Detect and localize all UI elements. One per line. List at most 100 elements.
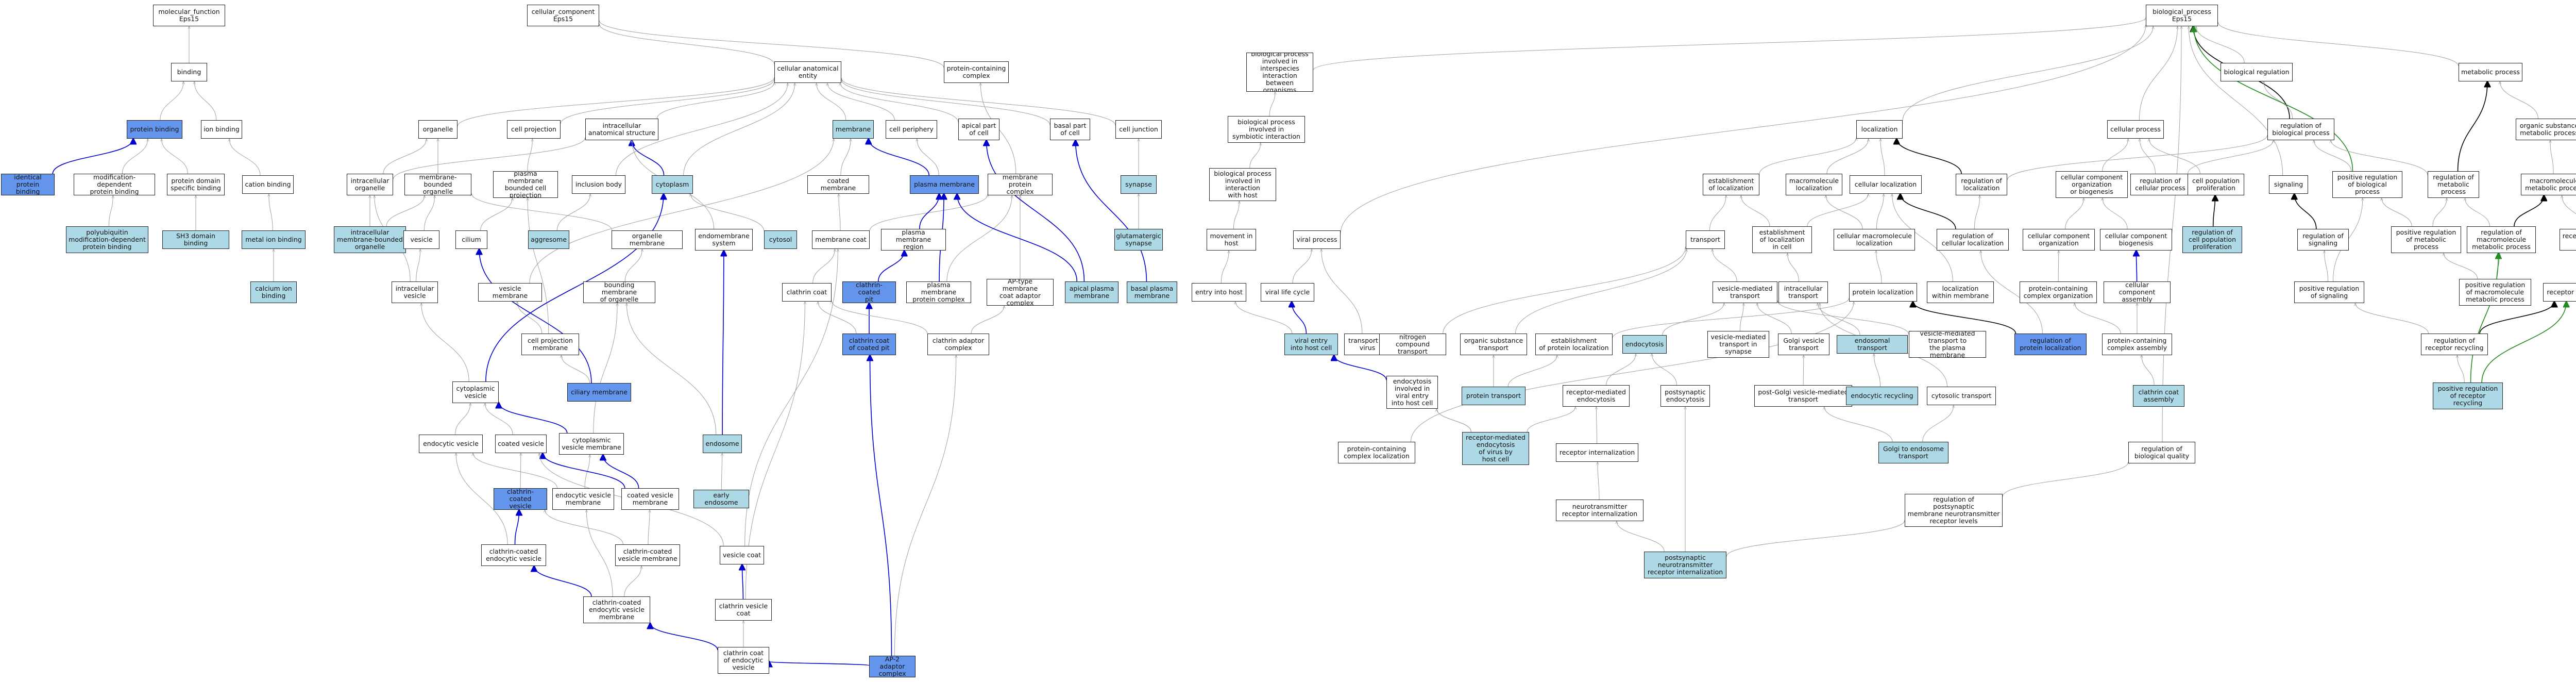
edge-cellmacroloc-to-macroloc <box>1826 195 1863 229</box>
node-label: receptor internalization <box>1559 448 1635 456</box>
edge-regmetproc-to-metproc <box>2457 81 2487 172</box>
edge-ciliarymemb-to-cellprojmemb <box>561 355 590 384</box>
node-cationbind: cation binding <box>242 175 294 194</box>
node-label: endocytosis involved in viral entry into… <box>1391 377 1433 407</box>
edge-plasmamemb-to-cellperiph <box>917 139 939 176</box>
node-label: protein binding <box>130 125 179 133</box>
node-label: biological_process Eps15 <box>2153 8 2211 23</box>
node-label: plasma membrane bounded cell projection <box>504 171 547 198</box>
node-label: neurotransmitter receptor internalizatio… <box>1562 503 1638 518</box>
node-viralentry: viral entry into host cell <box>1284 334 1338 355</box>
node-label: positive regulation of receptor recyclin… <box>2437 385 2498 407</box>
edge-transport-to-estloc <box>1709 195 1726 231</box>
node-label: endocytic vesicle membrane <box>555 491 611 506</box>
node-label: intracellular organelle <box>350 177 389 192</box>
node-label: regulation of localization <box>1961 177 2002 192</box>
edge-posregrecrecyc-to-recrecyc <box>2481 302 2566 383</box>
node-cytvesmemb: cytoplasmic vesicle membrane <box>559 433 624 455</box>
node-ciliarymemb: ciliary membrane <box>567 383 631 402</box>
node-label: clathrin coat of coated pit <box>849 337 890 352</box>
node-vescoat: vesicle coat <box>720 546 764 564</box>
node-label: establishment of protein localization <box>1539 337 1609 352</box>
node-cellperiph: cell periphery <box>886 120 937 139</box>
edge-protloc-to-cellmacroloc <box>1876 251 1882 284</box>
edge-bpsymb-to-bpinter <box>1269 92 1275 117</box>
edge-coatvesmemb-to-cytvesmemb <box>603 455 639 489</box>
node-label: vesicle-mediated transport in synapse <box>1710 333 1766 355</box>
edge-metalion-to-cationbind <box>269 194 273 231</box>
node-regpostsyn: regulation of postsynaptic membrane neur… <box>1905 494 2003 527</box>
node-label: protein localization <box>1852 288 1914 296</box>
edge-endotrans-to-intratrans <box>1818 303 1860 336</box>
node-label: clathrin coat of endocytic vesicle <box>723 649 764 671</box>
node-label: plasma membrane <box>914 180 975 188</box>
edge-regcellproc-to-regbp <box>2188 140 2274 174</box>
edge-ccvesmemb-to-coatvesmemb <box>648 510 650 545</box>
node-label: cytosol <box>769 236 792 243</box>
node-orgsubmet: organic substance metabolic process <box>2516 119 2576 140</box>
node-estprotloc: establishment of protein localization <box>1535 334 1613 355</box>
node-label: Golgi to endosome transport <box>1883 445 1944 460</box>
node-cellproj: cell projection <box>507 120 561 139</box>
node-label: organic substance transport <box>1464 337 1523 352</box>
edge-regprotloc-to-protloc <box>1913 302 2016 334</box>
node-label: Golgi vesicle transport <box>1783 337 1824 352</box>
node-label: macromolecule metabolic process <box>2525 177 2576 192</box>
node-label: intracellular membrane-bounded organelle <box>337 228 403 251</box>
node-label: signaling <box>2274 180 2303 188</box>
node-clathpit: clathrin-coated pit <box>842 281 896 303</box>
node-plasmamemb: plasma membrane <box>910 175 979 194</box>
edge-protbind-to-binding <box>160 81 183 121</box>
edge-golgives-to-vesmedtrans <box>1757 303 1792 334</box>
node-viralproc: viral process <box>1293 230 1341 249</box>
node-ccorg: cellular component organization <box>2023 229 2095 251</box>
node-label: clathrin vesicle coat <box>719 602 768 617</box>
edge-ccassembly-to-ccbio <box>2136 251 2137 282</box>
node-vesicle: vesicle <box>403 230 439 249</box>
node-synapse: synapse <box>1121 175 1157 194</box>
node-ap2: AP-2 adaptor complex <box>869 656 916 677</box>
edge-cytves-to-intracves <box>421 303 469 382</box>
node-neurorec: neurotransmitter receptor internalizatio… <box>1556 500 1643 521</box>
node-membbound: membrane-bounded organelle <box>404 174 471 195</box>
node-label: membrane <box>835 125 871 133</box>
node-bp: biological_process Eps15 <box>2146 5 2218 26</box>
node-label: clathrin coat <box>786 288 827 296</box>
node-recmedendo: receptor-mediated endocytosis <box>1563 385 1630 407</box>
edge-cae-to-cc <box>599 24 775 65</box>
edge-membrane-to-cae <box>817 83 846 121</box>
node-label: post-Golgi vesicle-mediated transport <box>1758 388 1849 403</box>
node-nitrogentrans: nitrogen compound transport <box>1379 334 1446 355</box>
node-aptype: AP-type membrane coat adaptor complex <box>987 279 1054 306</box>
edge-endvesmemb-to-endocves <box>473 453 558 489</box>
edge-endorecyc-to-endotrans <box>1874 354 1881 387</box>
node-endotrans: endosomal transport <box>1837 335 1908 354</box>
node-clathcoatpit: clathrin coat of coated pit <box>842 334 896 355</box>
edge-apicalpart-to-cae <box>840 83 959 123</box>
edge-protcomporg-to-ccorg <box>2058 251 2059 282</box>
edge-entryhost-to-movhost <box>1221 251 1229 284</box>
node-cellpopprol: cell population proliferation <box>2188 174 2244 195</box>
edge-cellperiph-to-cae <box>827 83 895 121</box>
node-intracmemb: intracellular membrane-bounded organelle <box>334 226 406 253</box>
node-label: intracellular anatomical structure <box>588 122 656 137</box>
edge-movhost-to-bpwithhost <box>1233 201 1239 229</box>
node-label: regulation of biological process <box>2272 122 2330 137</box>
edge-apicalpm-to-apicalpart <box>987 140 1085 282</box>
node-label: membrane protein complex <box>1002 174 1038 195</box>
node-virallife: viral life cycle <box>1261 283 1314 302</box>
node-metproc: metabolic process <box>2459 63 2522 81</box>
node-recendo: receptor-mediated endocytosis of virus b… <box>1462 432 1529 465</box>
node-endomemb: endomembrane system <box>695 229 753 251</box>
node-label: apical part of cell <box>961 122 996 137</box>
node-glusyn: glutamatergic synapse <box>1114 229 1163 251</box>
node-posregsig: positive regulation of signaling <box>2294 281 2364 303</box>
node-cellprojmemb: cell projection membrane <box>521 334 579 355</box>
edge-vescoat-to-membcoat <box>744 249 838 546</box>
edge-recendo-to-recmedendo <box>1527 407 1575 433</box>
node-orgmemb: organelle membrane <box>612 230 683 249</box>
node-label: organic substance metabolic process <box>2519 122 2576 137</box>
node-coatedmemb: coated membrane <box>807 175 869 194</box>
node-label: coated vesicle membrane <box>627 491 673 506</box>
